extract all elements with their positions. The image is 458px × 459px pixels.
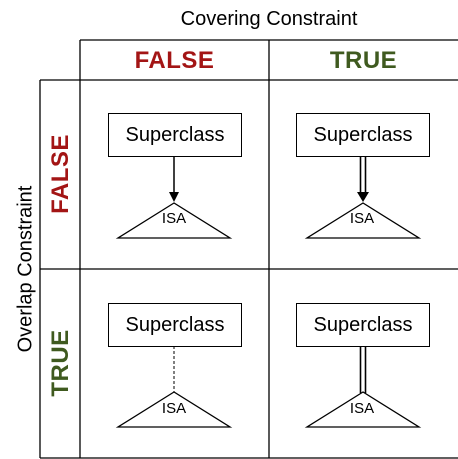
isa-triangle [304,202,422,239]
arrow-head [357,192,369,202]
isa-triangle [115,391,233,428]
superclass-box: Superclass [108,113,242,157]
superclass-box: Superclass [296,113,430,157]
column-header-true: TRUE [329,47,398,74]
row-header-false: FALSE [47,134,74,214]
isa-triangle [115,202,233,239]
isa-label: ISA [349,210,375,227]
isa-label: ISA [349,400,375,417]
column-header-false: FALSE [134,47,215,74]
cell-shapes [115,157,422,428]
superclass-box: Superclass [296,303,430,347]
arrow-head [169,192,179,202]
overlap-constraint-title: Overlap Constraint [14,185,37,353]
isa-label: ISA [161,400,187,417]
superclass-box: Superclass [108,303,242,347]
row-header-true: TRUE [47,329,74,397]
isa-label: ISA [161,210,187,227]
covering-constraint-title: Covering Constraint [180,8,358,30]
isa-triangle [304,391,422,428]
